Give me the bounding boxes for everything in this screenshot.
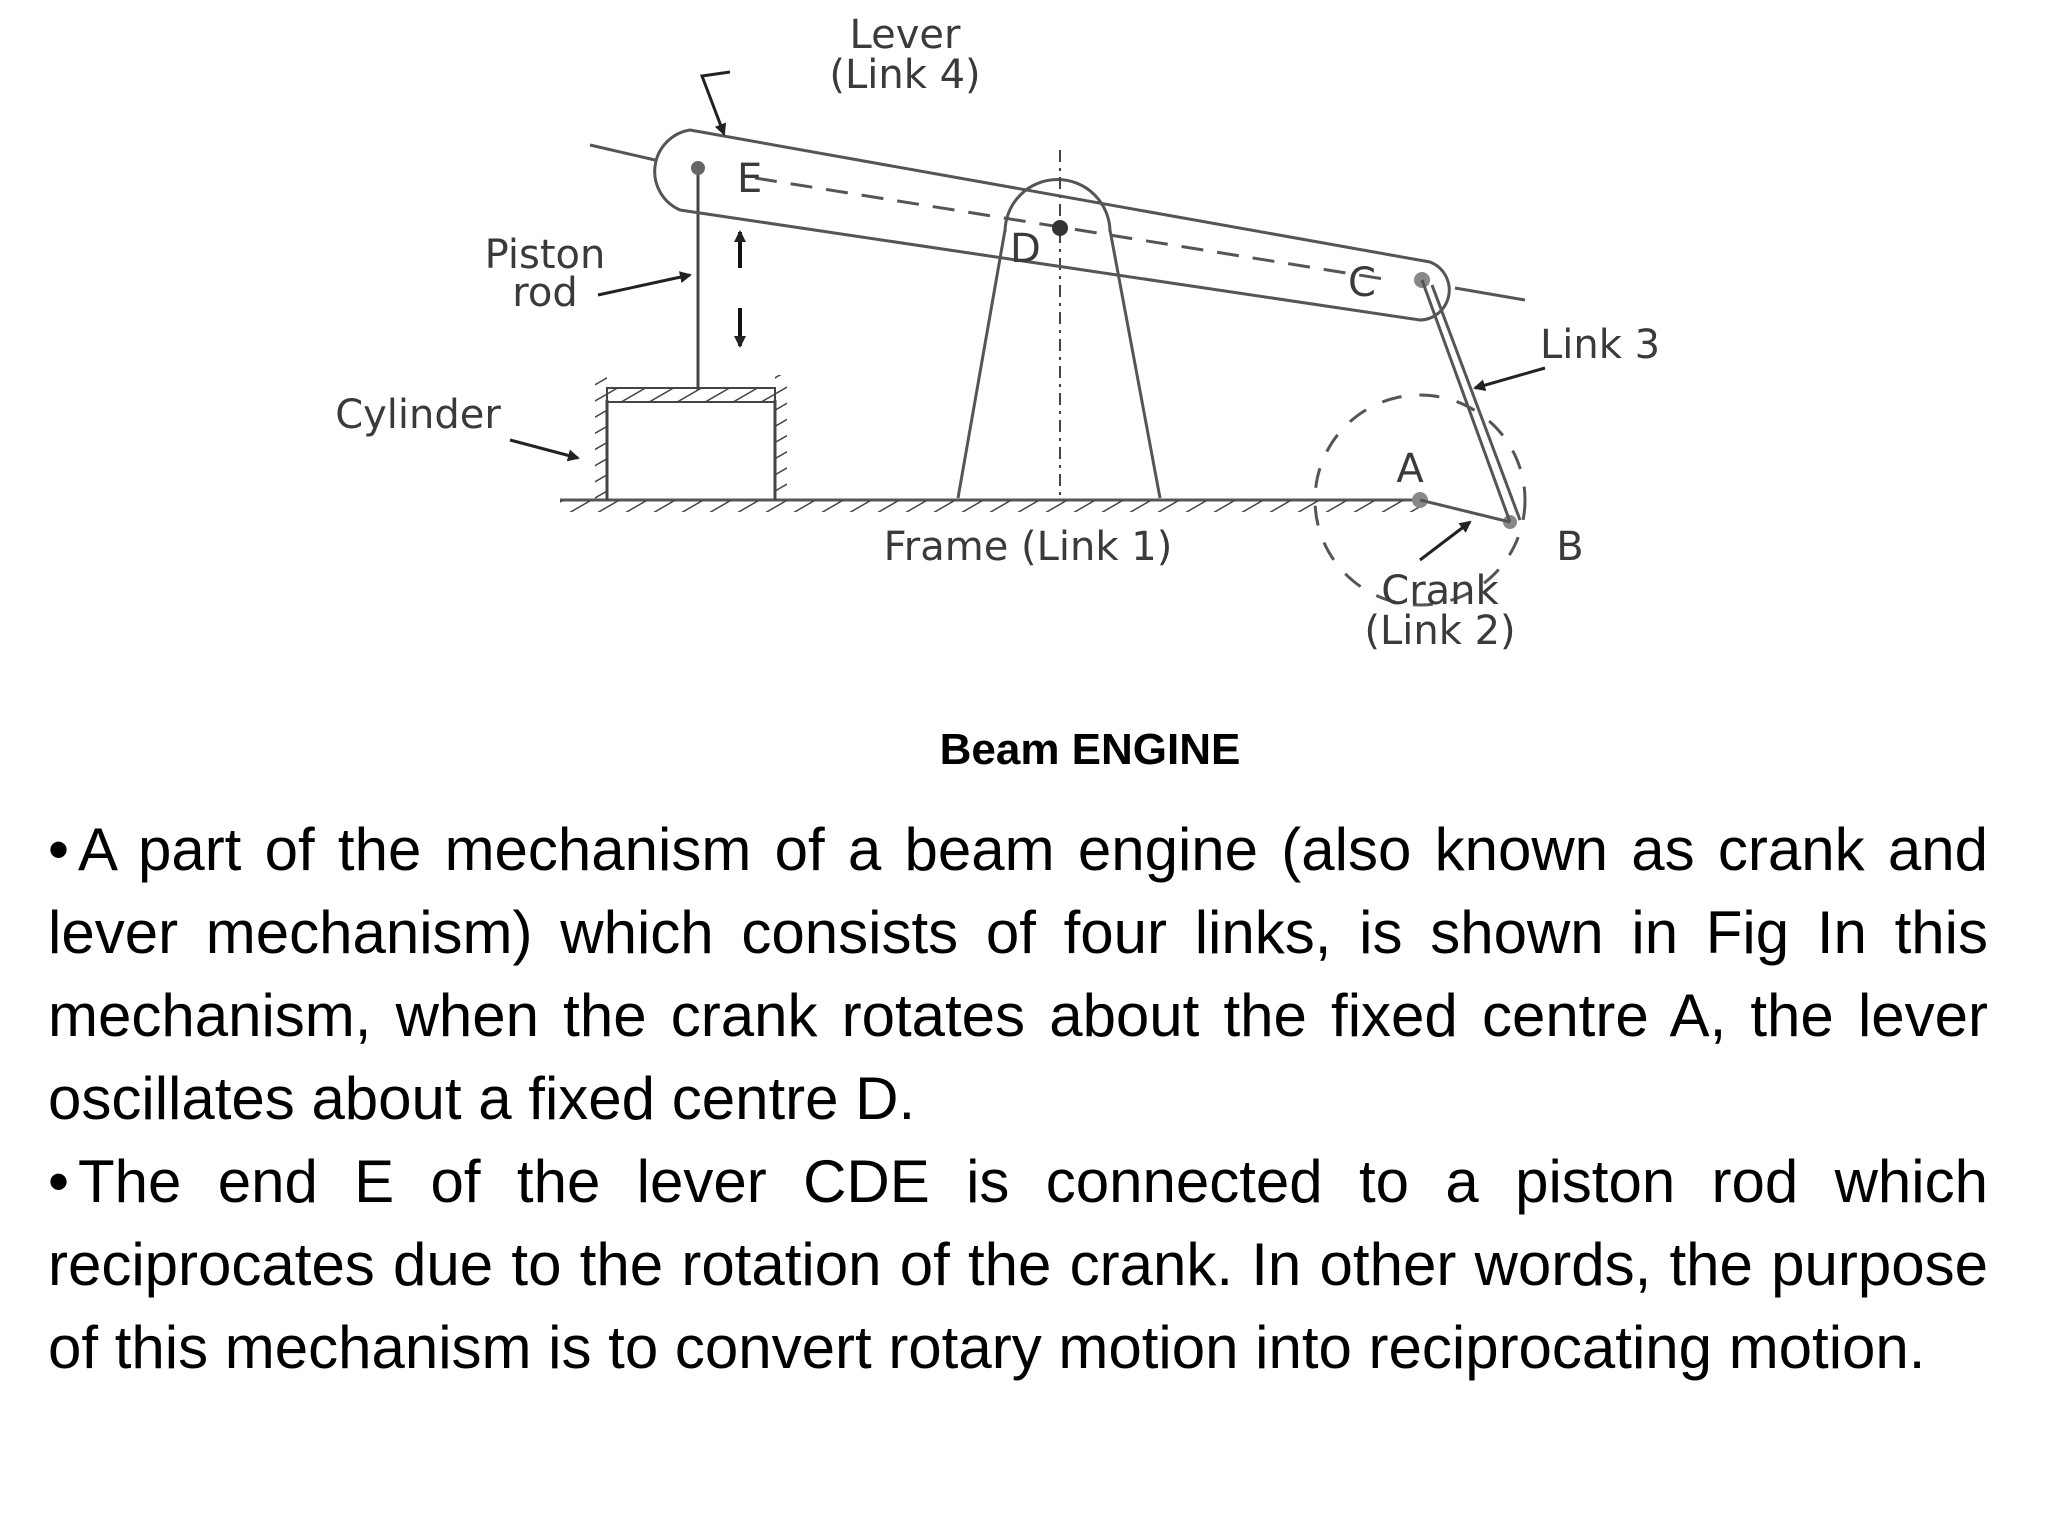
label-lever: Lever — [850, 12, 961, 58]
lever-link-4 — [589, 128, 1526, 322]
joint-d — [1052, 220, 1068, 236]
cylinder-pointer-arrow — [509, 438, 580, 462]
bullet-marker: • — [48, 1148, 70, 1215]
label-crank: Crank — [1381, 568, 1499, 614]
joint-e — [691, 161, 705, 175]
crank-pointer-arrow — [1419, 520, 1472, 562]
label-e: E — [737, 156, 762, 202]
link-3 — [1420, 279, 1512, 523]
beam-support — [956, 150, 1162, 500]
lever-pointer-arrow — [699, 70, 731, 136]
paragraph-text: A part of the mechanism of a beam engine… — [48, 816, 1988, 1132]
cylinder — [595, 375, 787, 500]
figure-caption: Beam ENGINE — [939, 725, 1241, 774]
label-link3: Link 3 — [1540, 322, 1660, 368]
frame-link-1 — [560, 498, 1420, 512]
label-crank-link: (Link 2) — [1364, 608, 1515, 654]
label-piston: Piston — [485, 232, 606, 278]
label-c: C — [1348, 260, 1376, 306]
label-frame: Frame (Link 1) — [884, 524, 1173, 570]
label-rod: rod — [512, 270, 577, 316]
bullet-paragraph-1: •A part of the mechanism of a beam engin… — [48, 808, 1988, 1140]
crank-circle — [1313, 393, 1527, 607]
label-b: B — [1556, 524, 1583, 570]
label-a: A — [1396, 446, 1424, 492]
paragraph-text: The end E of the lever CDE is connected … — [48, 1148, 1988, 1381]
link3-pointer-arrow — [1473, 366, 1546, 392]
crank-link-2 — [1419, 498, 1511, 524]
bullet-paragraph-2: •The end E of the lever CDE is connected… — [48, 1140, 1988, 1389]
label-d: D — [1010, 226, 1041, 272]
label-lever-link: (Link 4) — [829, 52, 980, 98]
link-3-short — [1430, 284, 1522, 521]
label-cylinder: Cylinder — [335, 392, 501, 438]
piston-rod-pointer-arrow — [597, 271, 692, 297]
bullet-marker: • — [48, 816, 70, 883]
beam-engine-diagram: Lever (Link 4) Piston rod Cylinder E D C… — [335, 12, 1660, 654]
